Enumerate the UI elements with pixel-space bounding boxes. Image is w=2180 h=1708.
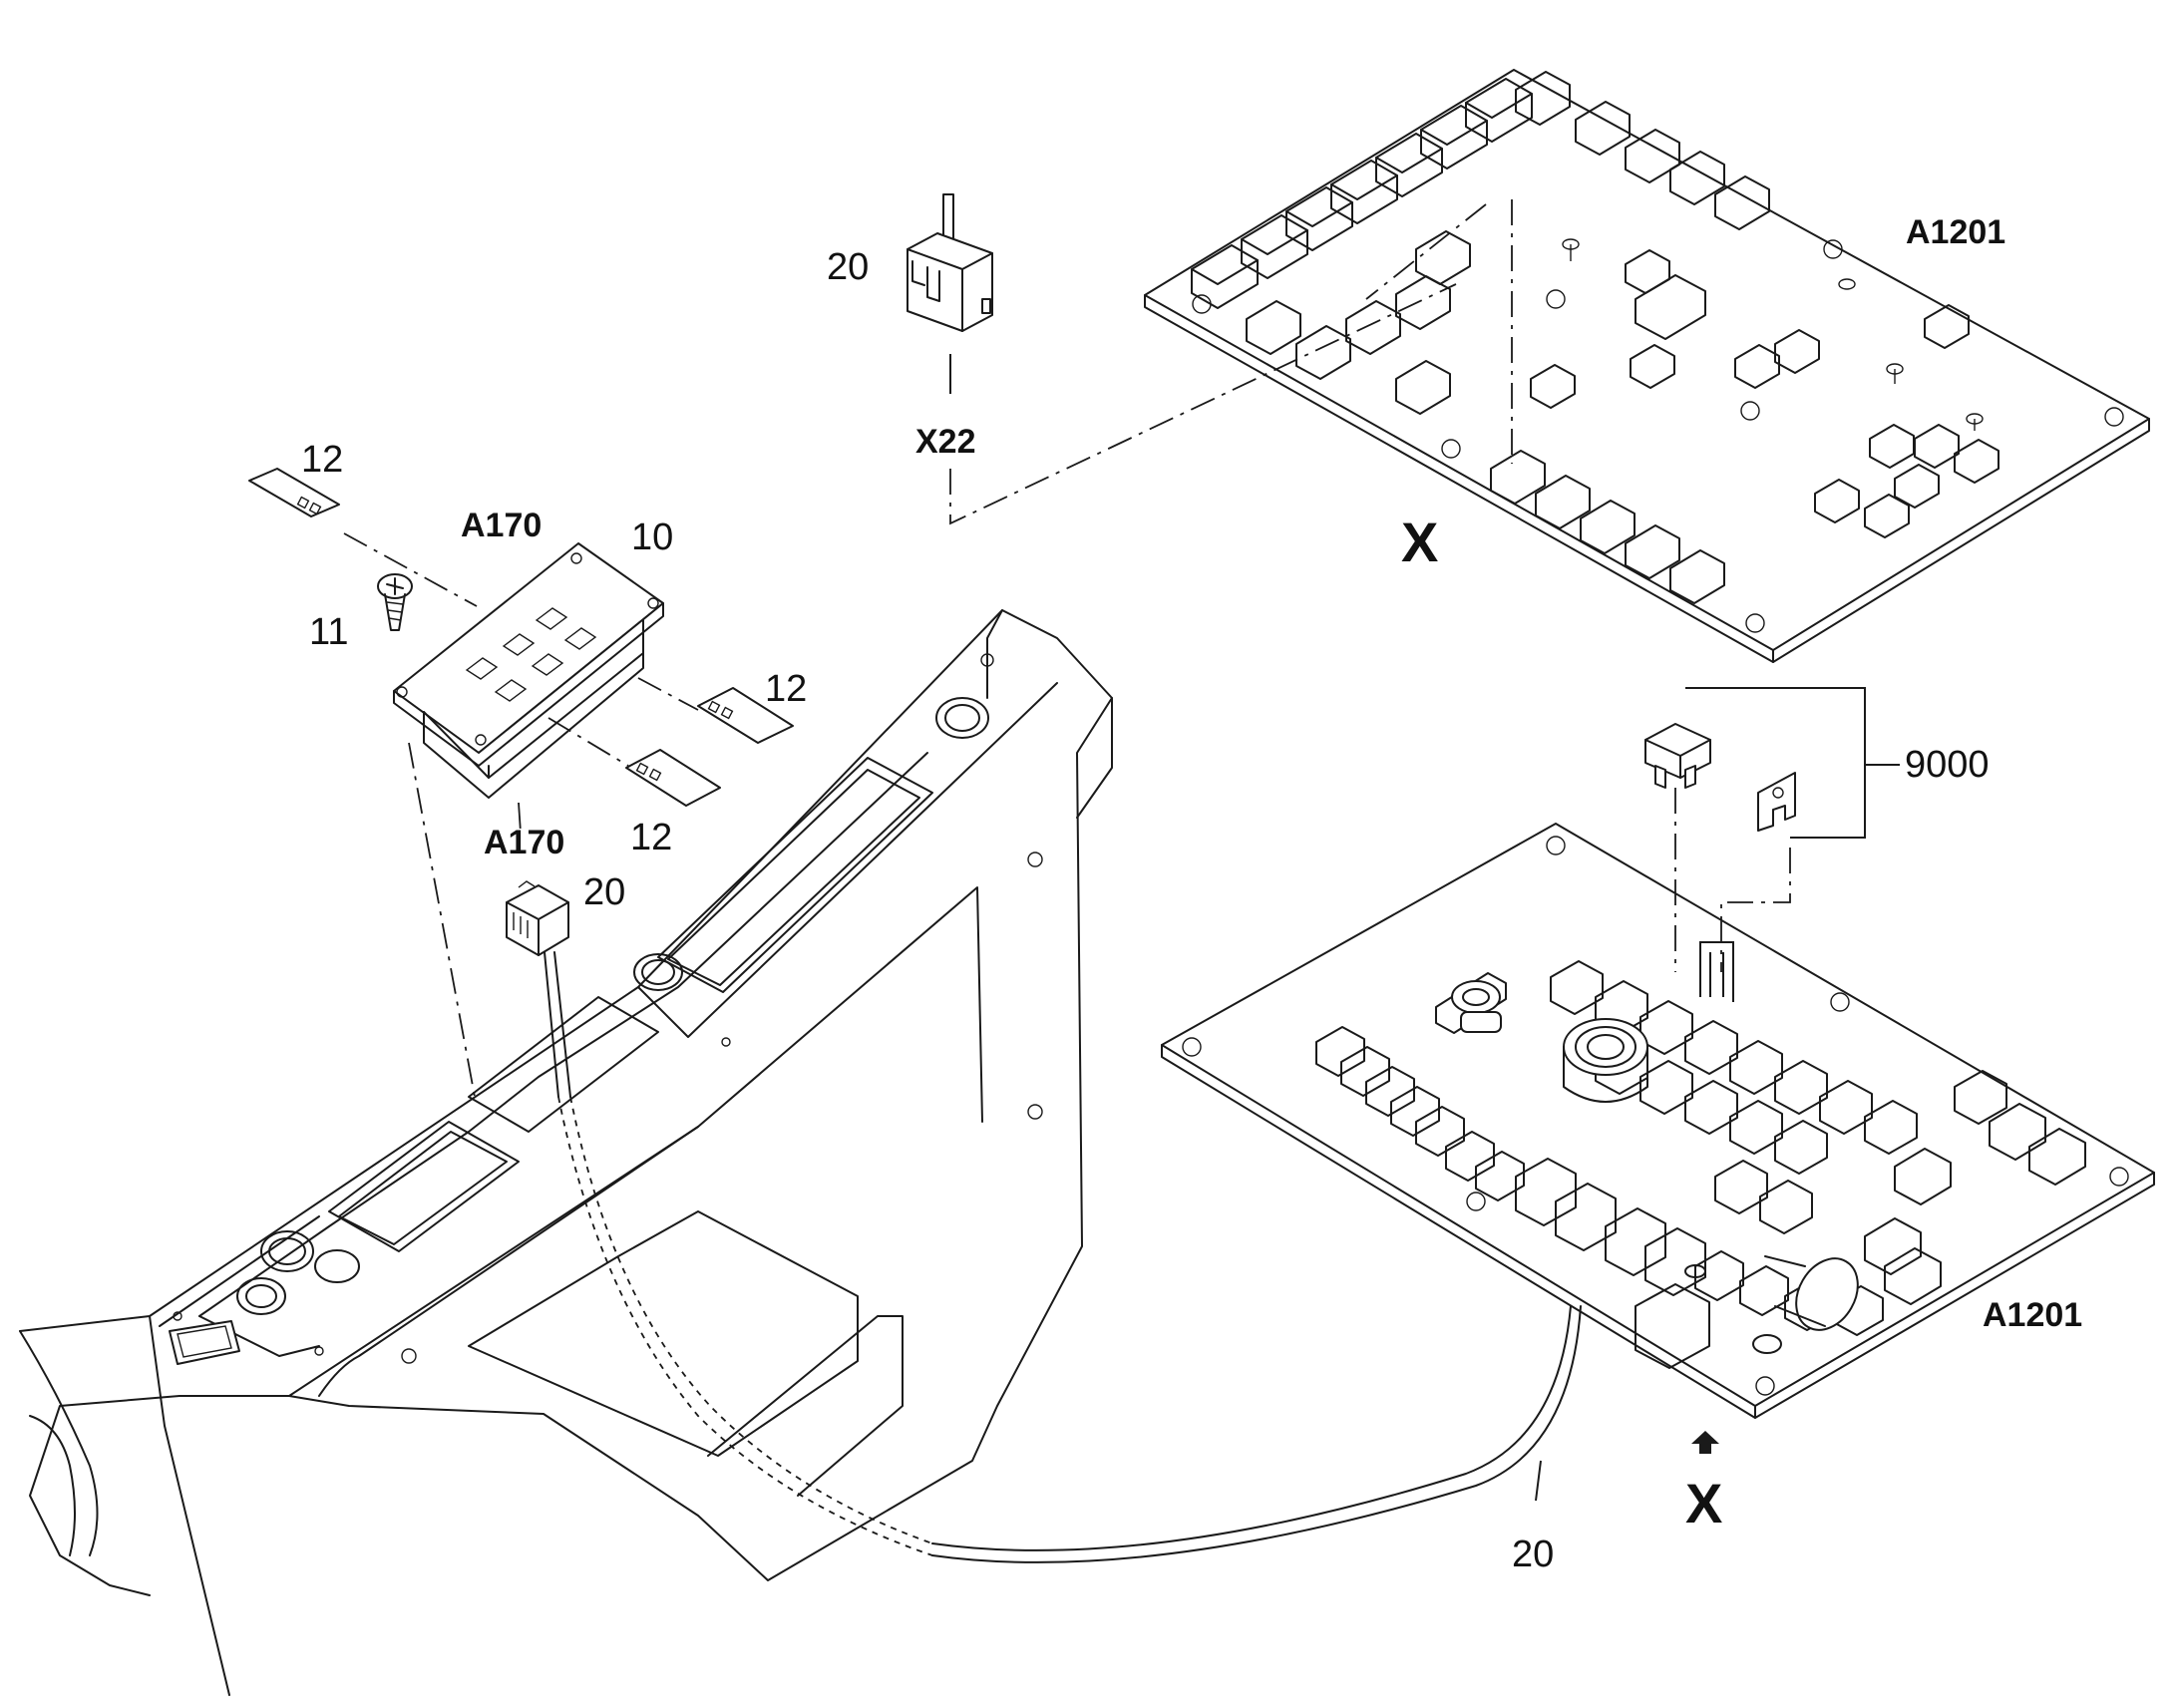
projection-x22-board: [949, 283, 1457, 525]
label-strip-12-top: [248, 468, 340, 517]
projection-strip-top: [343, 532, 478, 607]
screw-11: [377, 573, 413, 631]
callout-x-top: X: [1401, 511, 1438, 573]
leader-20-bottom: [1535, 1460, 1542, 1502]
connector-x22: [907, 193, 993, 332]
projection-bridge: [1720, 848, 1791, 972]
callout-a1201-top: A1201: [1906, 213, 2005, 251]
callout-20-mid: 20: [583, 871, 625, 913]
up-arrow-icon: [1691, 1431, 1719, 1454]
callout-10: 10: [631, 516, 673, 558]
callout-12-bottom: 12: [630, 817, 672, 858]
dashboard-frame: [19, 609, 1113, 1696]
switch-module-a170: [393, 542, 664, 799]
fuse-slot-marks: [1699, 941, 1734, 1002]
connector-a170: [506, 880, 569, 956]
harness-vertical: [544, 951, 571, 1098]
callout-a170-top: A170: [461, 507, 542, 544]
harness-hidden-route: [557, 1096, 933, 1556]
callout-9000: 9000: [1905, 744, 1990, 786]
bracket-9000: [1685, 687, 1900, 839]
label-strip-12-right: [697, 687, 794, 744]
projection-x22-board-diag: [1365, 203, 1487, 300]
harness-to-board-2: [931, 1305, 1572, 1551]
projection-strip-right: [637, 677, 699, 711]
callout-20-bottom: 20: [1512, 1534, 1554, 1575]
callout-12-top: 12: [301, 439, 343, 481]
projection-screw-down: [408, 742, 476, 1098]
circuit-board-top: [1144, 69, 2150, 663]
harness-to-board: [931, 1305, 1582, 1563]
callout-20-top: 20: [827, 246, 869, 288]
callout-x22: X22: [915, 423, 976, 461]
callout-x-bottom: X: [1685, 1472, 1722, 1535]
label-strip-12-bottom: [625, 749, 721, 807]
circuit-board-bottom: [1161, 823, 2155, 1419]
harness-hidden-route-2: [569, 1096, 933, 1544]
callout-a170-bottom: A170: [484, 824, 564, 861]
callout-11: 11: [309, 611, 348, 653]
callout-12-right: 12: [765, 668, 807, 710]
projection-strip-bottom: [547, 717, 629, 767]
fuse-9000: [1644, 723, 1711, 789]
callout-a1201-bottom: A1201: [1983, 1296, 2082, 1334]
projection-module-down: [518, 802, 522, 834]
bridge-clip-9000: [1757, 772, 1796, 832]
